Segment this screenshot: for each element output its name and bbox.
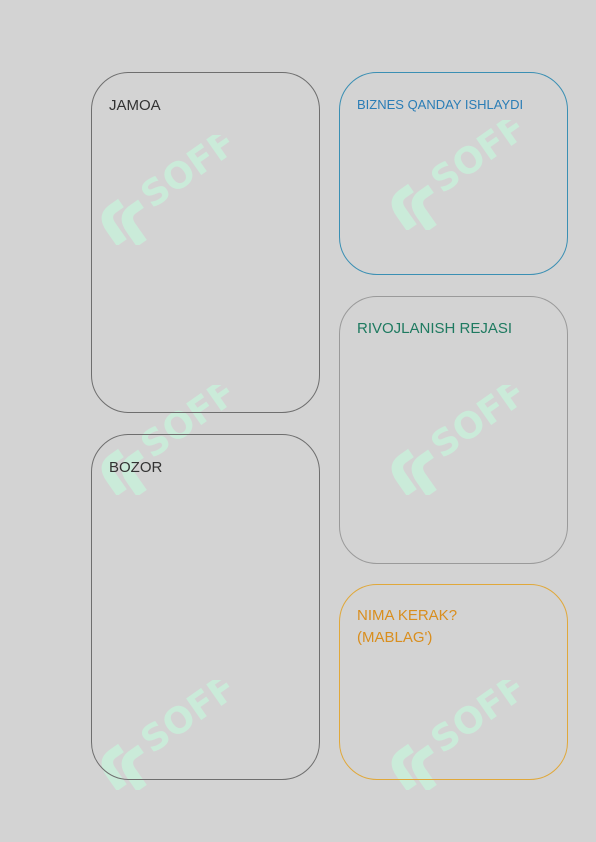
jamoa-box: JAMOA — [91, 72, 320, 413]
rivojlanish-label: RIVOJLANISH REJASI — [357, 320, 513, 337]
nima-kerak-label: NIMA KERAK? (MABLAG') — [357, 607, 458, 646]
bozor-label: BOZOR — [109, 459, 163, 476]
jamoa-label: JAMOA — [109, 97, 161, 114]
rivojlanish-box: RIVOJLANISH REJASI — [339, 296, 568, 564]
biznes-box: BIZNES QANDAY ISHLAYDI — [339, 72, 568, 275]
bozor-box: BOZOR — [91, 434, 320, 780]
nima-kerak-box: NIMA KERAK? (MABLAG') — [339, 584, 568, 780]
biznes-label: BIZNES QANDAY ISHLAYDI — [357, 97, 524, 112]
